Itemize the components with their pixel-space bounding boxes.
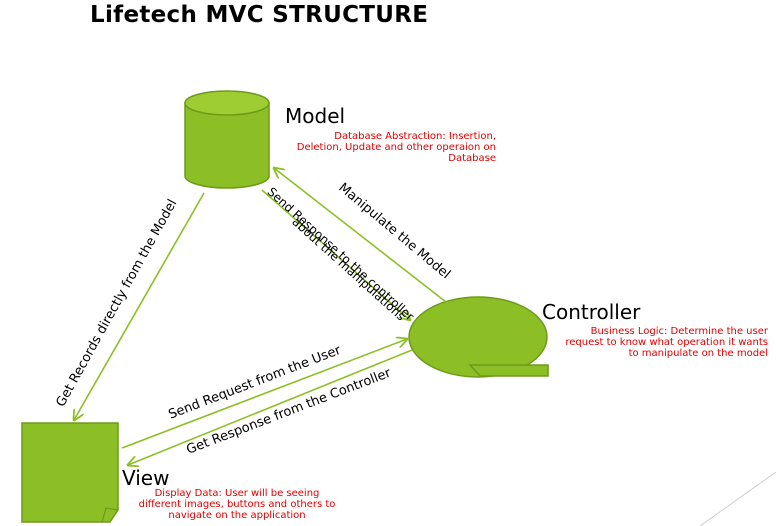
model-label: Model [285, 104, 346, 128]
controller-shape [408, 296, 549, 378]
arrow-model-to-view [74, 192, 205, 420]
controller-description-line: request to know what operation it wants [565, 337, 768, 348]
arrow-controller-to-model [274, 168, 447, 303]
decorative-line [699, 471, 776, 526]
arrow-model-to-controller [261, 189, 410, 320]
controller-description-line: to manipulate on the model [628, 348, 768, 359]
model-description-line: Database Abstraction: Insertion, [334, 131, 496, 142]
model-cylinder [184, 90, 270, 189]
arrow-controller-to-view [128, 349, 413, 465]
view-description: Display Data: User will be seeing differ… [128, 488, 346, 521]
controller-description-line: Business Logic: Determine the user [590, 326, 768, 337]
model-description: Database Abstraction: Insertion, Deletio… [297, 131, 496, 164]
arrow-view-to-controller [121, 339, 407, 449]
model-description-line: Deletion, Update and other operaion on [296, 142, 496, 153]
view-description-line: Display Data: User will be seeing [154, 488, 320, 499]
model-description-line: Database [448, 153, 496, 164]
view-document [21, 422, 119, 523]
controller-description: Business Logic: Determine the user reque… [565, 326, 768, 359]
diagram-title: Lifetech MVC STRUCTURE [90, 2, 429, 28]
view-label: View [122, 466, 170, 490]
edge-label-view-to-controller: Send Request from the User [166, 343, 343, 423]
view-description-line: navigate on the application [168, 510, 306, 521]
edge-label-model-to-view: Get Records directly from the Model [54, 197, 181, 409]
view-description-line: different images, buttons and others to [138, 499, 336, 510]
controller-label: Controller [542, 300, 641, 324]
